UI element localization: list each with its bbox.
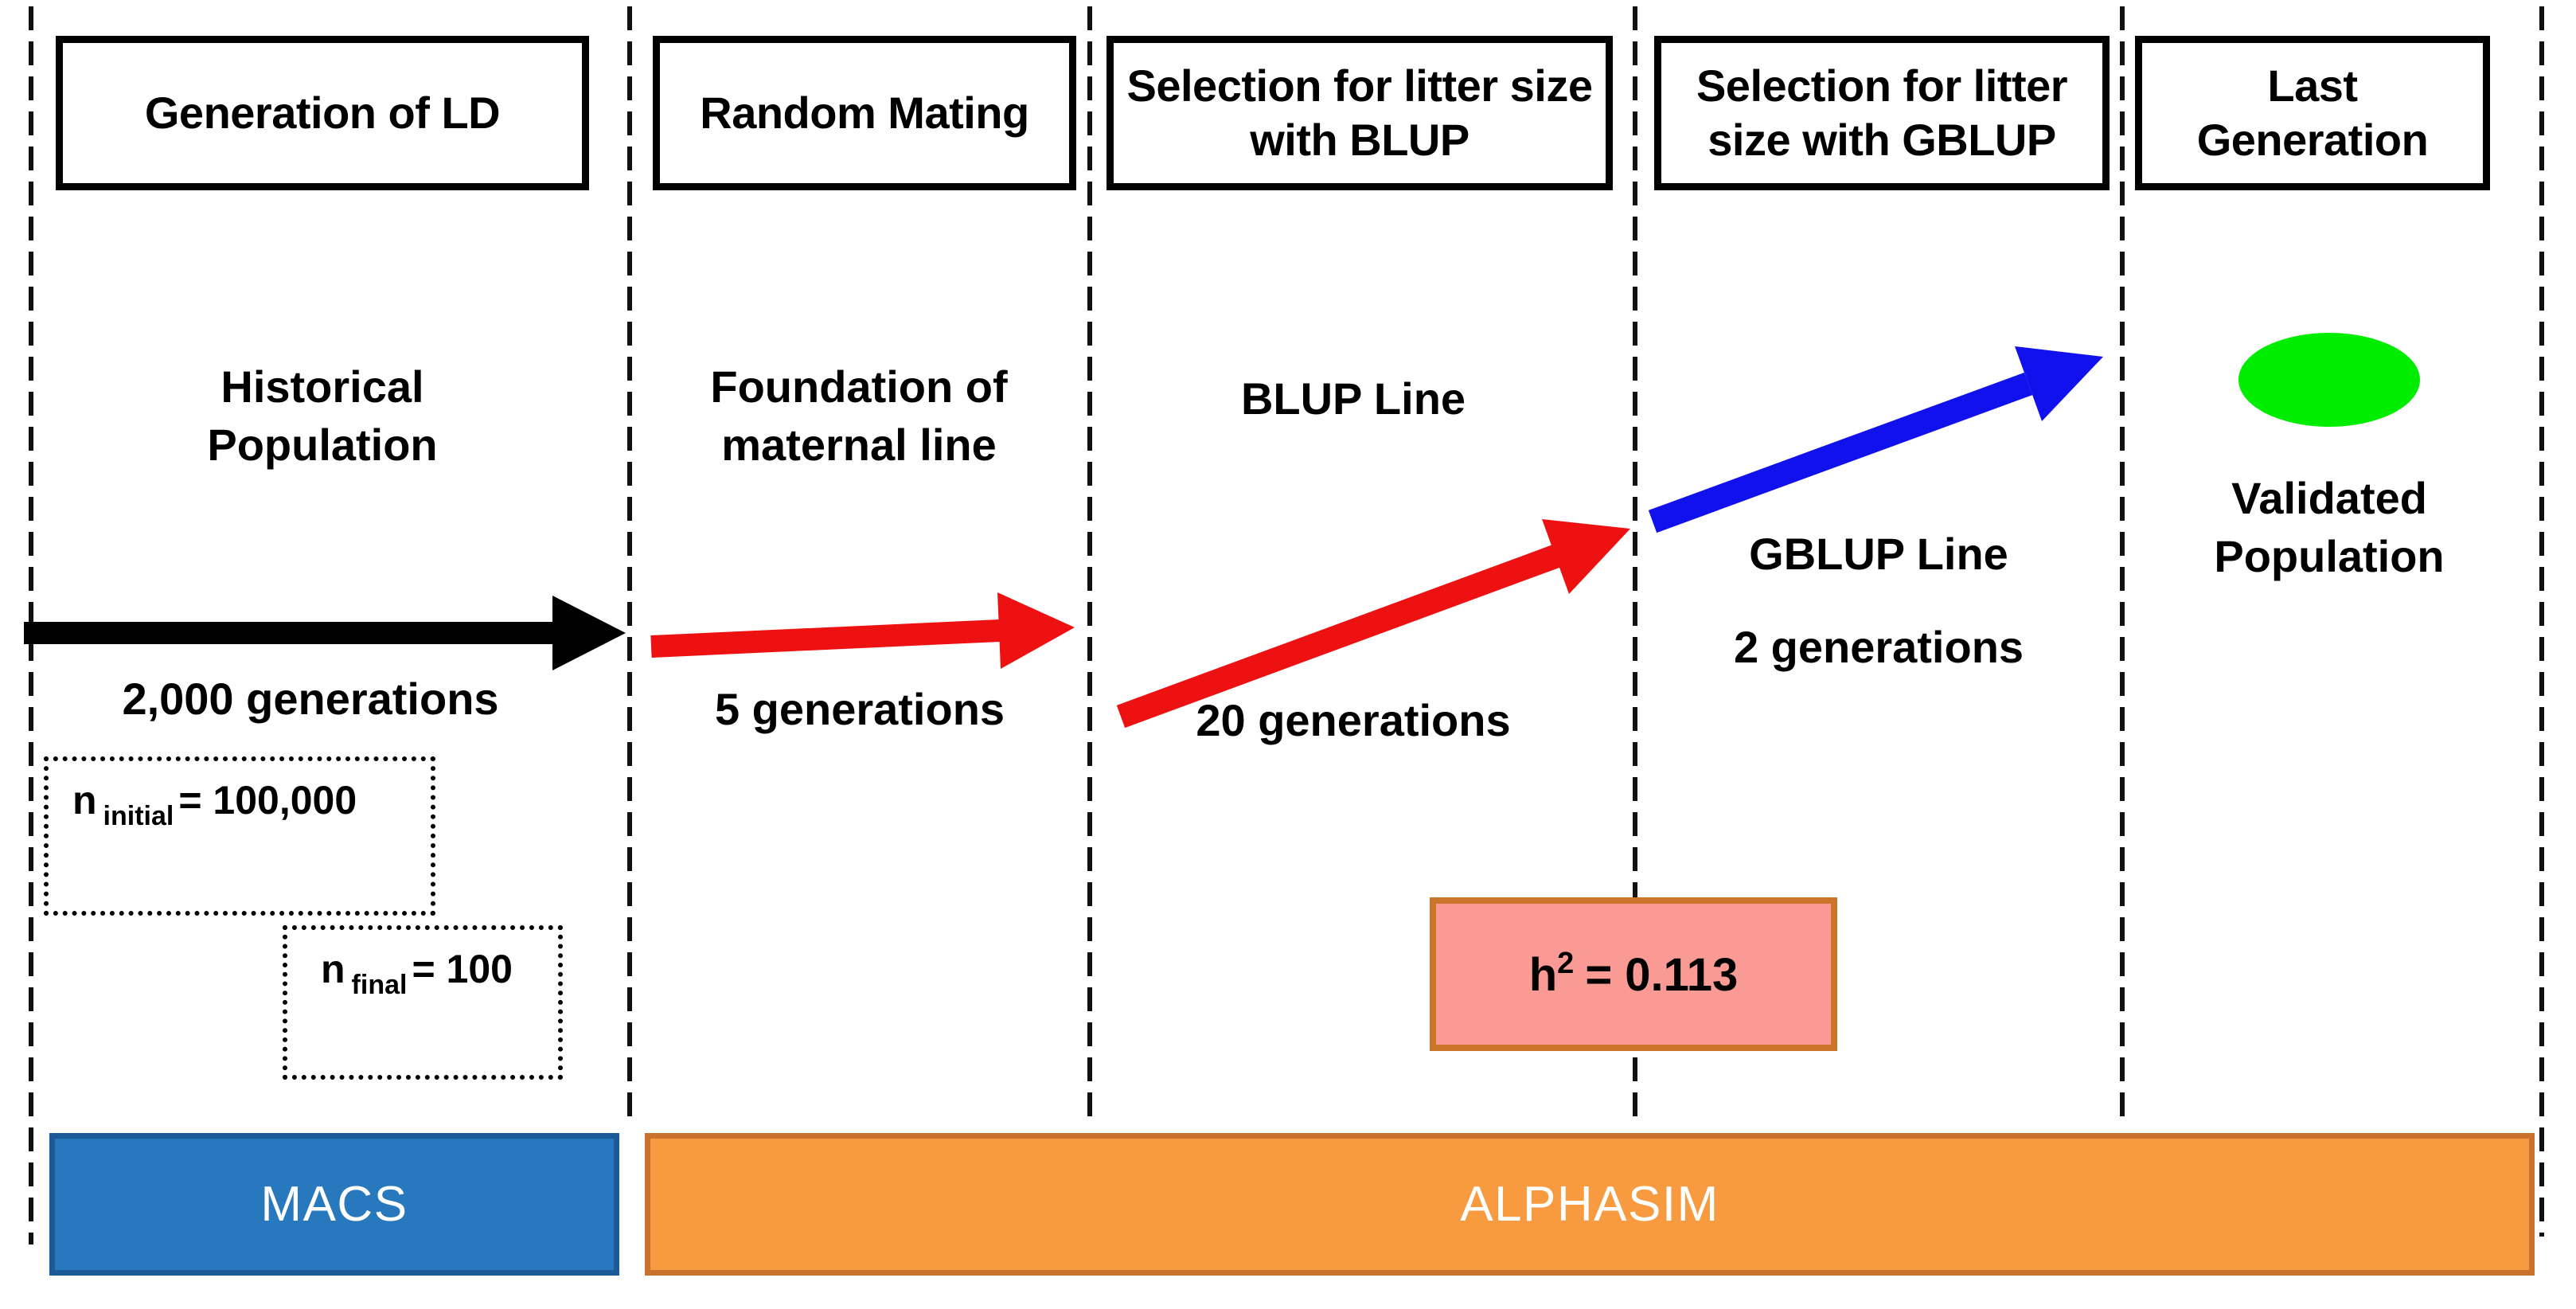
divider-line-1 [627, 6, 632, 1127]
alphasim-bar: ALPHASIM [645, 1133, 2535, 1276]
heritability-value: h2 = 0.113 [1529, 947, 1739, 1002]
column-header-label: Last Generation [2196, 60, 2429, 165]
validated-population-ellipse [2238, 333, 2420, 427]
n-symbol: n [321, 947, 345, 991]
h-equals-value: = 0.113 [1585, 949, 1739, 1001]
macs-bar-label: MACS [260, 1177, 408, 1232]
random-mating-arrow-shaft [650, 619, 1001, 658]
stage-label-blup-line: BLUP Line [1240, 373, 1466, 424]
column-header-label: Selection for litter size with GBLUP [1696, 60, 2068, 165]
column-header-generation-of-ld: Generation of LD [56, 36, 589, 190]
historical-arrow-head [552, 596, 626, 670]
column-header-random-mating: Random Mating [653, 36, 1076, 190]
duration-label-5-generations: 5 generations [714, 684, 1005, 734]
divider-line-right [2539, 6, 2544, 1237]
column-header-last-generation: Last Generation [2135, 36, 2490, 190]
historical-population-arrow [24, 596, 626, 670]
random-mating-arrow-head [997, 592, 1075, 669]
h-symbol: h [1528, 949, 1558, 1001]
stage-label-foundation-maternal-line: Foundation of maternal line [710, 361, 1008, 470]
n-symbol: n [72, 778, 97, 823]
divider-line-3 [1633, 6, 1637, 1127]
stage-label-historical-population: Historical Population [207, 361, 438, 470]
divider-line-left [29, 6, 33, 1245]
n-equals-value: = 100 [412, 947, 513, 991]
n-subscript: final [351, 970, 408, 1000]
heritability-box: h2 = 0.113 [1430, 897, 1837, 1051]
stage-label-gblup-line: GBLUP Line [1749, 529, 2008, 579]
h-exponent: 2 [1557, 947, 1575, 980]
column-header-selection-blup: Selection for litter size with BLUP [1107, 36, 1613, 190]
duration-label-20-generations: 20 generations [1196, 695, 1511, 745]
blup-arrow-shaft [1116, 544, 1562, 729]
gblup-arrow-shaft [1648, 372, 2033, 533]
divider-line-4 [2120, 6, 2125, 1127]
divider-line-2 [1087, 6, 1092, 1127]
n-equals-value: = 100,000 [178, 778, 357, 823]
gblup-selection-arrow [1648, 346, 2103, 533]
column-header-label: Random Mating [700, 87, 1029, 138]
macs-bar: MACS [49, 1133, 619, 1276]
column-header-label: Selection for litter size with BLUP [1126, 60, 1594, 165]
n-subscript: initial [103, 801, 174, 831]
duration-label-2000-generations: 2,000 generations [122, 674, 499, 724]
column-header-label: Generation of LD [144, 87, 501, 138]
blup-selection-arrow [1116, 519, 1630, 729]
duration-label-2-generations: 2 generations [1733, 622, 2024, 672]
alphasim-bar-label: ALPHASIM [1460, 1177, 1719, 1232]
blup-arrow-head [1542, 519, 1630, 594]
stage-label-validated-population: Validated Population [2214, 473, 2445, 581]
random-mating-arrow [650, 592, 1075, 669]
column-header-selection-gblup: Selection for litter size with GBLUP [1654, 36, 2110, 190]
gblup-arrow-head [2015, 346, 2103, 421]
